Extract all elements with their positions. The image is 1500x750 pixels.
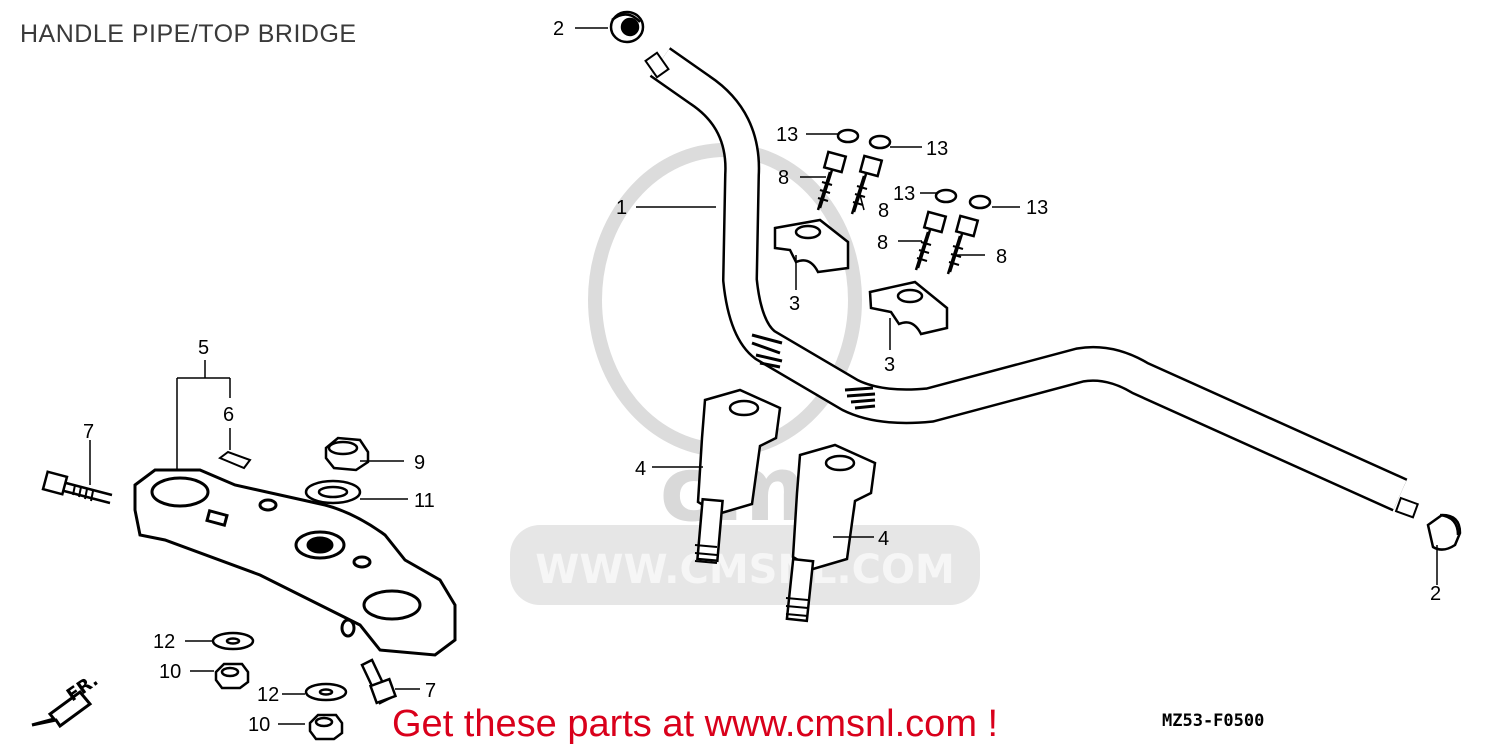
leader-lines <box>89 27 1438 725</box>
page-title: HANDLE PIPE/TOP BRIDGE <box>20 20 357 48</box>
callout-9: 9 <box>414 452 425 474</box>
callouts: 2 1 13 13 8 8 13 13 8 8 3 3 4 4 2 5 6 7 … <box>83 18 1441 736</box>
callout-1: 1 <box>616 197 627 219</box>
bolt-8a[interactable] <box>816 150 848 211</box>
callout-7-right: 7 <box>425 680 436 702</box>
callout-3-right: 3 <box>884 354 895 376</box>
callout-8d: 8 <box>996 246 1007 268</box>
cap-13c[interactable] <box>934 188 958 204</box>
upper-holder-left[interactable] <box>773 218 850 274</box>
callout-8a: 8 <box>778 167 789 189</box>
callout-4-left: 4 <box>635 458 646 480</box>
stem-washer[interactable] <box>304 479 362 505</box>
bar-end-weight-top[interactable] <box>609 10 645 44</box>
callout-13b: 13 <box>926 138 948 160</box>
callout-5: 5 <box>198 337 209 359</box>
promo-link[interactable]: Get these parts at www.cmsnl.com ! <box>392 703 999 745</box>
stem-nut[interactable] <box>324 436 370 472</box>
callout-11: 11 <box>414 490 435 512</box>
handle-pipe[interactable] <box>644 47 1420 519</box>
lower-hardware[interactable] <box>211 631 348 741</box>
id-plate[interactable] <box>218 450 252 470</box>
watermark-url: WWW.CMSNL.COM <box>535 547 955 593</box>
callout-12-bottom: 12 <box>257 684 279 706</box>
callout-8b: 8 <box>878 200 889 222</box>
callout-10-bottom: 10 <box>248 714 270 736</box>
callout-4-right: 4 <box>878 528 889 550</box>
callout-12-top: 12 <box>153 631 175 653</box>
callout-3-left: 3 <box>789 293 800 315</box>
bolt-8d[interactable] <box>946 214 980 275</box>
cap-13a[interactable] <box>836 128 860 144</box>
callout-6: 6 <box>223 404 234 426</box>
bolt-8c[interactable] <box>914 210 948 271</box>
riser-left[interactable] <box>694 388 782 564</box>
callout-10-top: 10 <box>159 661 181 683</box>
pinch-bolt-left[interactable] <box>41 470 113 505</box>
pinch-bolt-right[interactable] <box>360 658 398 705</box>
top-bridge[interactable] <box>133 468 457 657</box>
cap-13d[interactable] <box>968 194 992 210</box>
upper-holder-right[interactable] <box>868 280 949 336</box>
riser-right[interactable] <box>785 443 877 623</box>
callout-13c: 13 <box>893 183 915 205</box>
callout-13a: 13 <box>776 124 798 146</box>
cap-13b[interactable] <box>868 134 892 150</box>
bolt-caps[interactable] <box>836 128 992 210</box>
callout-13d: 13 <box>1026 197 1048 219</box>
callout-2-bottom: 2 <box>1430 583 1441 605</box>
callout-7-left: 7 <box>83 421 94 443</box>
bar-end-weight-bottom[interactable] <box>1426 513 1462 551</box>
bolt-8b[interactable] <box>850 154 884 215</box>
callout-8c: 8 <box>877 232 888 254</box>
callout-2-top: 2 <box>553 18 564 40</box>
diagram-code: MZ53-F0500 <box>1162 711 1265 731</box>
front-arrow: FR. <box>31 670 102 729</box>
